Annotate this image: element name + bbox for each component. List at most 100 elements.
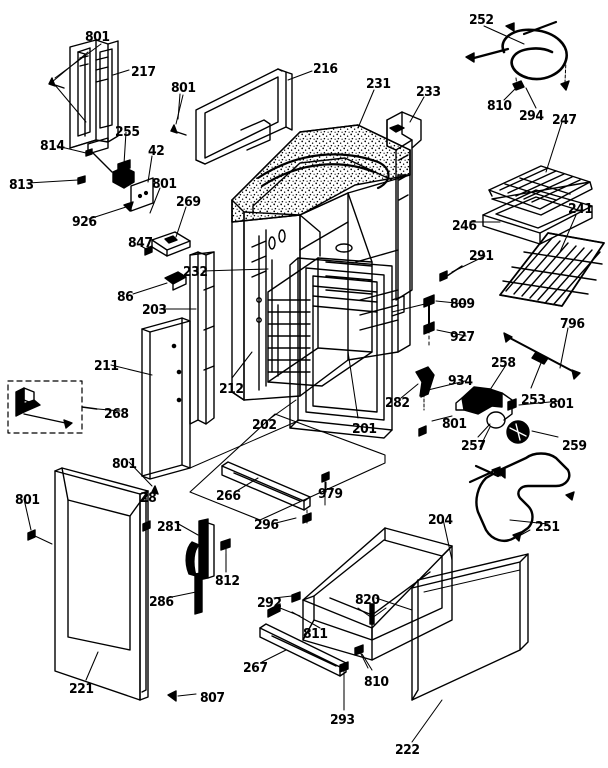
part-callout-934: 934 <box>448 373 473 389</box>
part-callout-267: 267 <box>243 660 268 676</box>
part-266-trim-strip <box>221 461 311 511</box>
part-callout-979: 979 <box>318 486 343 502</box>
part-callout-293: 293 <box>330 712 355 728</box>
part-callout-807: 807 <box>200 690 225 706</box>
part-42-plate <box>130 177 154 212</box>
part-callout-268: 268 <box>104 406 129 422</box>
part-201-oven-door <box>289 257 405 439</box>
fastener-801-side-panel <box>151 485 159 495</box>
part-217-bracket <box>69 39 119 155</box>
part-callout-246: 246 <box>452 218 477 234</box>
part-979-screw <box>321 471 330 506</box>
part-934-screw <box>420 386 429 411</box>
part-241-oven-rack <box>499 232 605 307</box>
part-callout-259: 259 <box>562 438 587 454</box>
part-callout-212: 212 <box>219 381 244 397</box>
part-callout-810: 810 <box>487 98 512 114</box>
inner-element-loop <box>256 153 390 190</box>
part-251-bake-element <box>468 452 575 542</box>
part-callout-801: 801 <box>15 492 40 508</box>
part-246-broiler-pan <box>482 189 593 245</box>
fastener-801-rear-panel <box>170 94 187 136</box>
part-callout-812: 812 <box>215 573 240 589</box>
part-callout-796: 796 <box>560 316 585 332</box>
part-callout-927: 927 <box>450 329 475 345</box>
part-269-bracket <box>151 231 191 257</box>
part-204-storage-drawer <box>302 527 453 661</box>
part-callout-222: 222 <box>395 742 420 758</box>
part-callout-269: 269 <box>176 194 201 210</box>
part-222-drawer-front <box>411 553 529 701</box>
part-callout-801: 801 <box>171 80 196 96</box>
part-callout-221: 221 <box>69 681 94 697</box>
part-callout-281: 281 <box>157 519 182 535</box>
fastener-801-door-left <box>27 529 53 545</box>
part-callout-42: 42 <box>148 143 165 159</box>
part-callout-801: 801 <box>85 29 110 45</box>
part-callout-203: 203 <box>142 302 167 318</box>
leader-lines <box>23 25 577 743</box>
part-callout-266: 266 <box>216 488 241 504</box>
part-281-hinge <box>185 518 215 581</box>
part-callout-809: 809 <box>450 296 475 312</box>
part-callout-202: 202 <box>252 417 277 433</box>
part-callout-247: 247 <box>552 112 577 128</box>
part-callout-294: 294 <box>519 108 544 124</box>
part-255-latch <box>112 159 135 189</box>
fastener-807 <box>167 690 177 702</box>
fastener-801-upper-left <box>48 51 89 123</box>
part-callout-801: 801 <box>152 176 177 192</box>
part-268-inset-detail <box>7 380 98 434</box>
part-callout-251: 251 <box>535 519 560 535</box>
part-callout-926: 926 <box>72 214 97 230</box>
part-callout-810: 810 <box>364 674 389 690</box>
part-callout-801: 801 <box>112 456 137 472</box>
part-callout-252: 252 <box>469 12 494 28</box>
part-callout-233: 233 <box>416 84 441 100</box>
part-callout-296: 296 <box>254 517 279 533</box>
part-292-screw <box>291 591 301 603</box>
part-callout-801: 801 <box>549 396 574 412</box>
part-233-trim <box>386 111 422 301</box>
part-202-base-outline <box>189 413 386 521</box>
part-296-screw <box>302 509 312 524</box>
part-252-bake-element <box>465 20 570 91</box>
part-callout-847: 847 <box>128 235 153 251</box>
part-callout-286: 286 <box>149 594 174 610</box>
part-callout-201: 201 <box>352 421 377 437</box>
part-callout-813: 813 <box>9 177 34 193</box>
part-callout-217: 217 <box>131 64 156 80</box>
part-801-valve-screw <box>507 398 517 411</box>
oven-liner-and-racks <box>267 192 399 387</box>
part-211-side-panel <box>141 317 191 480</box>
part-847-clip <box>144 245 153 256</box>
part-221-lower-door <box>54 467 149 701</box>
part-callout-257: 257 <box>461 438 486 454</box>
part-callout-820: 820 <box>355 592 380 608</box>
part-callout-255: 255 <box>115 124 140 140</box>
part-callout-258: 258 <box>491 355 516 371</box>
part-231-oven-body <box>231 124 411 401</box>
part-callout-232: 232 <box>183 264 208 280</box>
part-callout-204: 204 <box>428 512 453 528</box>
part-253-796-rod <box>503 332 581 380</box>
part-callout-231: 231 <box>366 76 391 92</box>
part-callout-253: 253 <box>521 392 546 408</box>
fastener-801-lower <box>418 425 427 437</box>
part-callout-216: 216 <box>313 61 338 77</box>
fastener-28 <box>142 520 151 532</box>
part-86-clip <box>164 271 187 291</box>
part-286-latch-rod <box>194 572 203 615</box>
part-814-pin <box>85 148 113 173</box>
part-callout-241: 241 <box>568 201 593 217</box>
part-258-valve <box>455 386 503 415</box>
part-259-knob <box>506 420 530 444</box>
part-813-pin <box>77 175 86 185</box>
part-callout-811: 811 <box>303 626 328 642</box>
part-callout-814: 814 <box>40 138 65 154</box>
part-callout-801: 801 <box>442 416 467 432</box>
part-callout-211: 211 <box>94 358 119 374</box>
part-216-rear-panel <box>195 68 293 165</box>
